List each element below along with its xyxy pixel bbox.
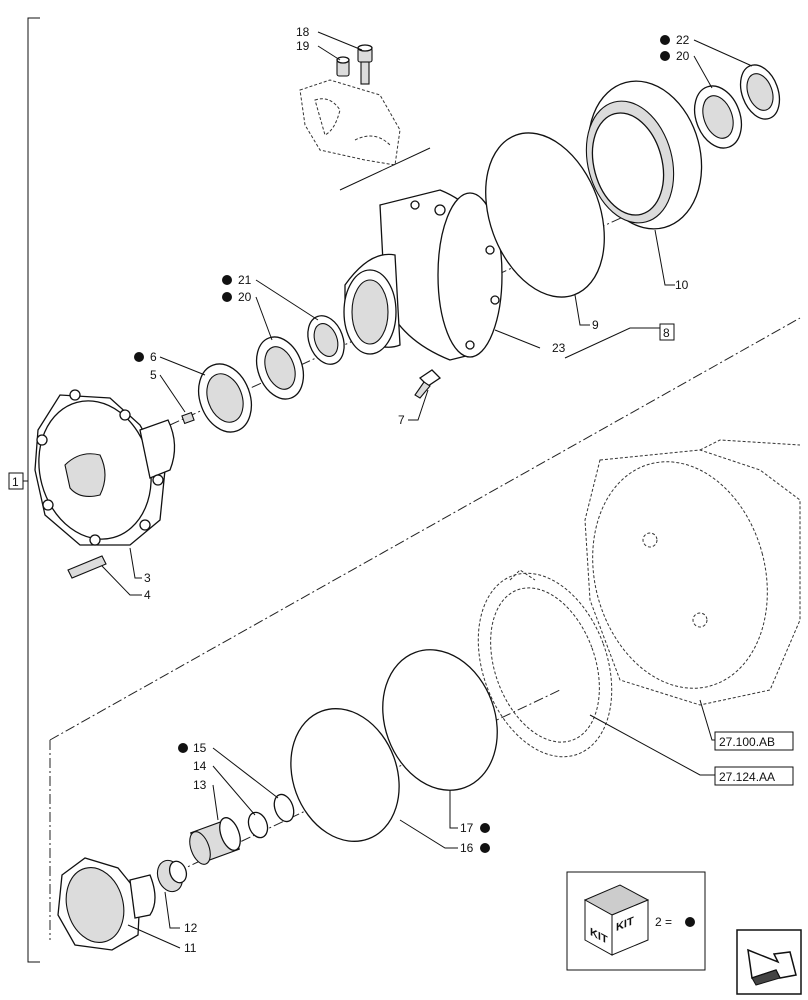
wheel-hub-housing-23 — [343, 189, 503, 361]
callout-10: 10 — [675, 278, 689, 292]
callout-4: 4 — [144, 588, 151, 602]
ref-support: 27.124.AA — [719, 770, 775, 784]
callout-17: 17 — [460, 821, 474, 835]
callout-8: 8 — [663, 326, 670, 340]
next-page-arrow-icon[interactable] — [736, 929, 802, 995]
sun-gear-13 — [189, 817, 241, 865]
snap-ring-15 — [273, 793, 295, 823]
callout-14: 14 — [193, 759, 207, 773]
callout-22: 22 — [676, 33, 690, 47]
o-ring-9 — [485, 132, 605, 298]
ring-gear-10 — [585, 80, 703, 230]
callout-12: 12 — [184, 921, 198, 935]
callout-box-8 — [659, 323, 675, 341]
plug-19 — [336, 56, 350, 77]
callout-6: 6 — [150, 350, 157, 364]
wheel-flange-3 — [34, 389, 176, 546]
support-ghost — [477, 569, 613, 758]
ref-box-support — [714, 766, 794, 786]
pin-5 — [181, 411, 195, 425]
callout-20-middle: 20 — [238, 290, 252, 304]
bushing-12 — [156, 859, 188, 893]
o-ring-16 — [290, 708, 400, 842]
seal-6 — [197, 363, 253, 433]
ghost-housing-detail — [299, 79, 401, 166]
callout-5: 5 — [150, 368, 157, 382]
callout-21: 21 — [238, 273, 252, 287]
callout-11: 11 — [184, 941, 197, 955]
ring-14 — [247, 811, 269, 839]
callout-13: 13 — [193, 778, 207, 792]
axle-housing-ghost — [584, 439, 801, 706]
callout-15: 15 — [193, 741, 207, 755]
callout-1: 1 — [12, 475, 19, 489]
bearing-20-upper — [693, 85, 743, 149]
bearing-cone-20 — [255, 336, 305, 400]
callout-20-upper: 20 — [676, 49, 690, 63]
grease-fitting-18 — [357, 44, 373, 85]
group-bracket-1 — [27, 17, 40, 963]
kit-box-icon: KIT KIT — [583, 884, 650, 956]
callout-9: 9 — [592, 318, 599, 332]
callout-23: 23 — [552, 341, 566, 355]
lock-nut-22 — [739, 64, 781, 120]
bolt-7 — [414, 369, 442, 399]
ref-axle-housing: 27.100.AB — [719, 735, 775, 749]
wheel-stud-4 — [67, 555, 107, 579]
kit-equals-label: 2 = — [655, 915, 672, 929]
kit-legend: KIT KIT 2 = — [566, 871, 706, 971]
ref-box-axle — [714, 731, 794, 751]
planet-carrier-11 — [57, 857, 156, 951]
callout-19: 19 — [296, 39, 310, 53]
callout-7: 7 — [398, 413, 405, 427]
o-ring-17 — [382, 649, 498, 791]
bearing-cup-21 — [307, 315, 345, 365]
callout-18: 18 — [296, 25, 310, 39]
kit-dot-marker — [685, 917, 695, 927]
callout-3: 3 — [144, 571, 151, 585]
callout-16: 16 — [460, 841, 474, 855]
